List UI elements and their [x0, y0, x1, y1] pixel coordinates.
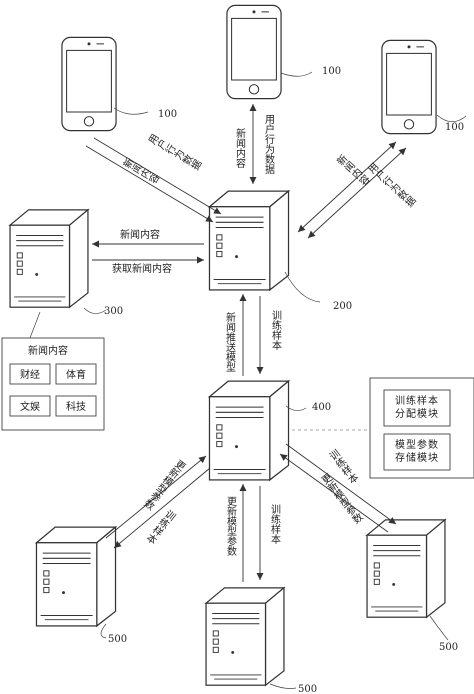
arrow-right-phone-200-a	[297, 141, 397, 233]
server-500-bottom-leader	[269, 683, 297, 689]
server-500-right-leader	[429, 615, 449, 641]
phone-top-leader	[280, 71, 313, 77]
phone-left-label: 100	[158, 109, 177, 120]
edge-label-left-update-params: 更新模型参数	[140, 456, 187, 511]
module-param-storage: 模型参数存储模块	[395, 440, 439, 464]
category-tech: 科技	[66, 400, 86, 413]
phone-left-leader	[113, 107, 149, 115]
news-panel-connector	[29, 311, 41, 339]
server-300-icon	[9, 209, 89, 308]
server-300-label: 300	[104, 306, 123, 317]
category-box-finance	[9, 363, 51, 385]
category-finance: 财经	[20, 368, 40, 381]
phone-top-icon	[226, 4, 282, 100]
edge-label-top-news-content: 新闻内容	[234, 127, 246, 169]
edge-label-left-news-content: 新闻内容	[119, 156, 161, 188]
server-400-label: 400	[312, 402, 331, 413]
category-box-sports	[55, 363, 97, 385]
edge-label-left-user-behavior: 用户行为数据	[145, 132, 203, 174]
edge-label-mid-update-params: 更新模型参数	[225, 496, 237, 557]
server-400-leader	[285, 405, 307, 411]
phone-right-icon	[381, 39, 437, 135]
phone-right-leader	[436, 114, 467, 123]
category-sports: 体育	[66, 368, 86, 381]
server-500-left-icon	[35, 526, 117, 627]
edge-label-top-user-behavior: 用户行为数据	[263, 114, 275, 175]
server-200-icon	[208, 190, 290, 291]
phone-right-label: 100	[445, 122, 464, 133]
server-500-bottom-icon	[205, 587, 285, 686]
server-400-icon	[208, 380, 290, 481]
server-500-bottom-label: 500	[298, 684, 317, 694]
edge-label-get-news-300: 获取新闻内容	[112, 262, 172, 275]
edge-label-model-push: 新闻推送模型	[224, 311, 236, 372]
phone-top-label: 100	[322, 66, 341, 77]
edge-label-training-samples-200-400: 训练样本	[270, 310, 282, 351]
category-entertainment: 文娱	[20, 400, 40, 413]
phone-left-icon	[61, 36, 117, 132]
server-500-left-label: 500	[108, 634, 127, 645]
category-box-tech	[55, 395, 97, 417]
module-box-param-storage	[383, 433, 451, 471]
arrow-200-to-left-phone-upper	[93, 137, 222, 215]
edge-label-left-training-samples: 训练样本	[143, 506, 178, 546]
arrow-left-phone-to-200-lower	[85, 145, 214, 223]
server-500-left-leader	[100, 623, 107, 639]
module-sample-allocation: 训练样本分配模块	[395, 396, 439, 420]
arrow-400-to-right-500	[285, 443, 397, 525]
arrow-right-phone-200-b	[307, 147, 407, 239]
category-box-entertainment	[9, 395, 51, 417]
server-200-leader	[284, 271, 321, 303]
edge-label-right-user-behavior: 用户行为数据	[364, 161, 417, 211]
server-500-right-label: 500	[439, 642, 458, 653]
arrow-400-to-left-500	[113, 467, 211, 549]
server-500-right-icon	[366, 519, 446, 618]
server-300-leader	[83, 307, 107, 314]
edge-label-news-content-300: 新闻内容	[120, 228, 160, 241]
module-box-sample-allocation	[383, 389, 451, 427]
arrow-left-500-to-400	[105, 455, 207, 539]
server-200-label: 200	[333, 301, 352, 312]
news-panel-title: 新闻内容	[28, 344, 68, 357]
arrow-right-500-to-400	[279, 453, 389, 533]
edge-label-mid-training-samples: 训练样本	[269, 504, 281, 545]
